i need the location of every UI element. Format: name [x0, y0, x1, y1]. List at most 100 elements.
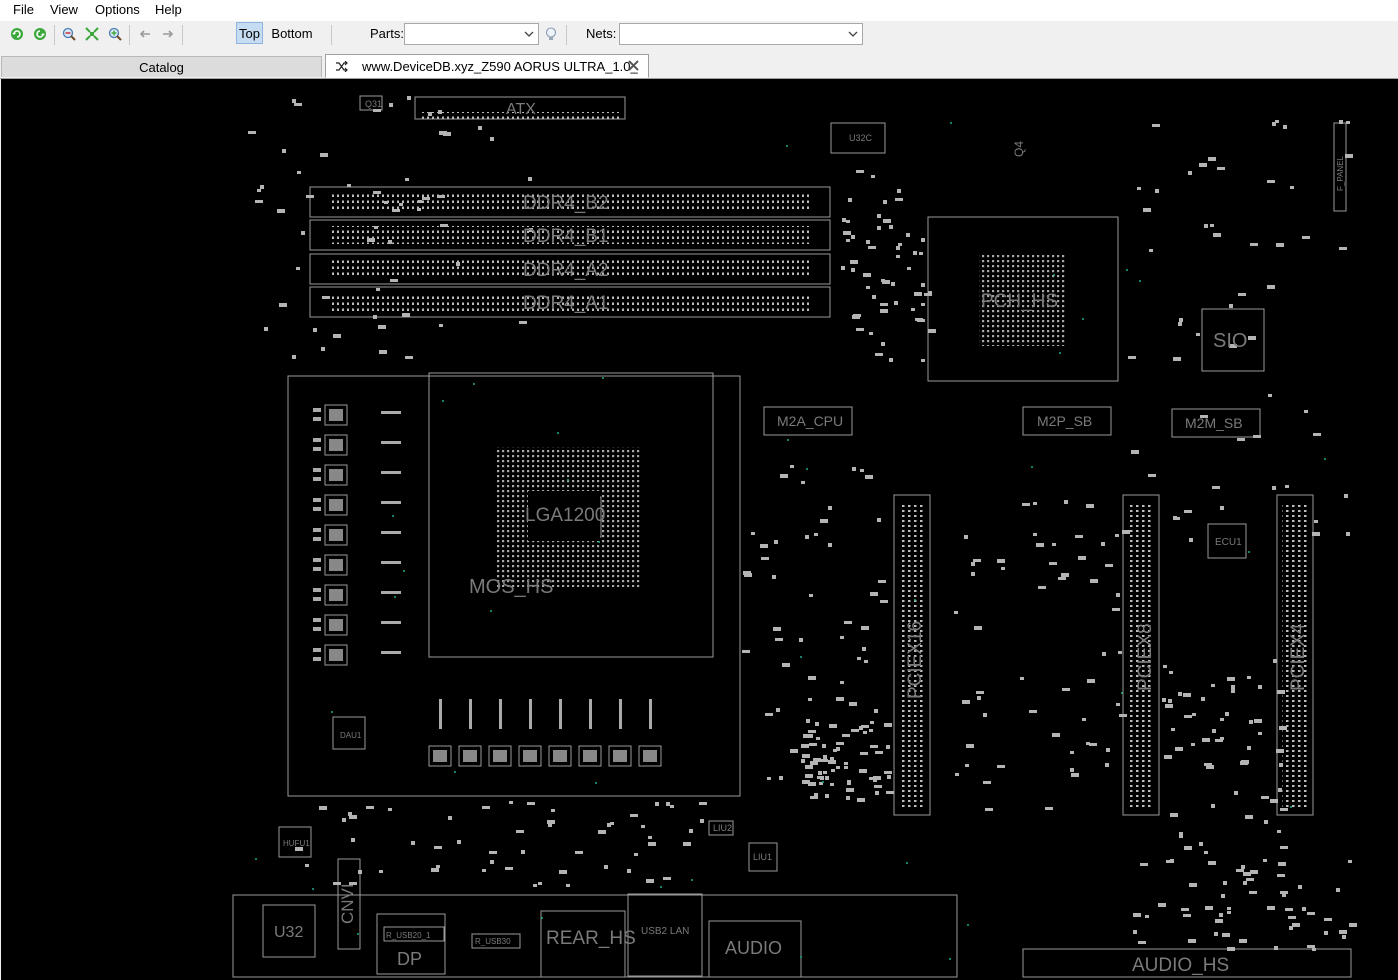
nets-dropdown[interactable] — [619, 23, 863, 45]
res — [381, 471, 401, 474]
menu-options[interactable]: Options — [95, 2, 140, 17]
pad — [1285, 908, 1293, 911]
vrm-pad — [329, 619, 343, 631]
bulb-icon[interactable] — [541, 24, 561, 44]
pad — [774, 540, 778, 544]
zoom-in-icon[interactable] — [105, 24, 125, 44]
pad — [1029, 710, 1037, 713]
pad — [921, 283, 925, 287]
pad — [1128, 356, 1136, 359]
label-mos_hs: MOS_HS — [469, 576, 553, 598]
refresh-icon[interactable] — [30, 24, 50, 44]
pad — [1116, 703, 1120, 706]
pad — [874, 709, 878, 713]
vrm-pad — [329, 589, 343, 601]
pad — [1119, 714, 1127, 717]
pad — [928, 329, 936, 333]
pad — [405, 178, 409, 181]
pad — [913, 251, 917, 255]
tab-catalog[interactable]: Catalog — [1, 56, 322, 77]
cap — [313, 507, 321, 511]
pad — [610, 822, 614, 825]
layer-bottom-button[interactable]: Bottom — [271, 25, 313, 41]
pad — [866, 286, 870, 289]
pad — [296, 267, 300, 270]
pad — [1210, 224, 1214, 227]
forward-arrow-icon[interactable] — [158, 24, 178, 44]
pciex16-pins — [899, 503, 925, 809]
pad — [880, 600, 888, 603]
pad — [1033, 502, 1037, 505]
cap — [313, 657, 321, 661]
dimm-slot-ddr_a1 — [309, 286, 831, 318]
pad — [810, 796, 818, 799]
pad — [1324, 931, 1328, 935]
pad — [857, 657, 861, 660]
pad — [634, 853, 638, 856]
pad — [844, 766, 848, 769]
pad — [814, 793, 818, 797]
toolbar-separator — [54, 25, 55, 45]
pad — [399, 203, 403, 206]
vrm-pad — [329, 439, 343, 451]
pad — [1258, 732, 1262, 735]
pad — [1170, 859, 1174, 862]
pad — [1229, 304, 1233, 308]
pad — [859, 769, 867, 773]
pad — [875, 353, 883, 356]
label-cnvi: CNVI — [338, 883, 357, 924]
dimm-pins — [331, 260, 811, 278]
pad — [1169, 671, 1173, 674]
label-pciex16: PCIEX16 — [905, 621, 926, 699]
close-icon[interactable] — [627, 59, 640, 72]
pad — [1164, 755, 1172, 759]
label-pciex8: PCIEX8 — [1135, 623, 1156, 691]
dimm-pins — [331, 193, 811, 211]
pad — [891, 282, 895, 286]
via — [906, 862, 908, 864]
label-audio: AUDIO — [725, 938, 782, 958]
parts-dropdown[interactable] — [404, 23, 539, 45]
pcb-layout-view[interactable]: DDR4_B2DDR4_B1DDR4_A2DDR4_A1ATXLGA1200MO… — [1, 79, 1398, 980]
pad — [1279, 726, 1287, 730]
label-pciex4: PCIEX4 — [1288, 623, 1309, 691]
fit-icon[interactable] — [82, 24, 102, 44]
pad — [896, 246, 900, 250]
tab-document[interactable]: www.DeviceDB.xyz_Z590 AORUS ULTRA_1.0_ — [325, 54, 649, 78]
via — [691, 879, 693, 881]
pad — [1183, 914, 1191, 917]
back-arrow-icon[interactable] — [135, 24, 155, 44]
label-q31: Q31 — [365, 99, 382, 109]
label-m2a_cpu: M2A_CPU — [777, 413, 843, 429]
reload-icon[interactable] — [7, 24, 27, 44]
pad — [773, 627, 781, 631]
pad — [1278, 862, 1286, 866]
pad — [648, 842, 656, 846]
menu-help[interactable]: Help — [155, 2, 182, 17]
pad — [1302, 907, 1306, 911]
label-audio_hs: AUDIO_HS — [1132, 955, 1229, 976]
menu-view[interactable]: View — [50, 2, 78, 17]
menu-file[interactable]: File — [13, 2, 34, 17]
layer-top-button[interactable]: Top — [236, 22, 263, 44]
pad — [248, 131, 256, 134]
pad — [1162, 698, 1166, 702]
pad — [342, 818, 346, 822]
pad — [863, 731, 867, 734]
pad — [670, 805, 674, 808]
pad — [294, 103, 302, 106]
label-u32c: U32C — [849, 133, 873, 143]
label-cpu: LGA1200 — [525, 505, 605, 526]
pad — [1178, 322, 1182, 326]
via — [331, 711, 333, 713]
pad — [1336, 888, 1340, 892]
pad — [1345, 154, 1353, 158]
pad — [1276, 749, 1284, 753]
via — [567, 479, 569, 481]
pad — [1145, 915, 1149, 918]
zoom-out-icon[interactable] — [59, 24, 79, 44]
via — [255, 858, 257, 860]
pad — [1344, 494, 1348, 498]
pad — [820, 519, 828, 523]
